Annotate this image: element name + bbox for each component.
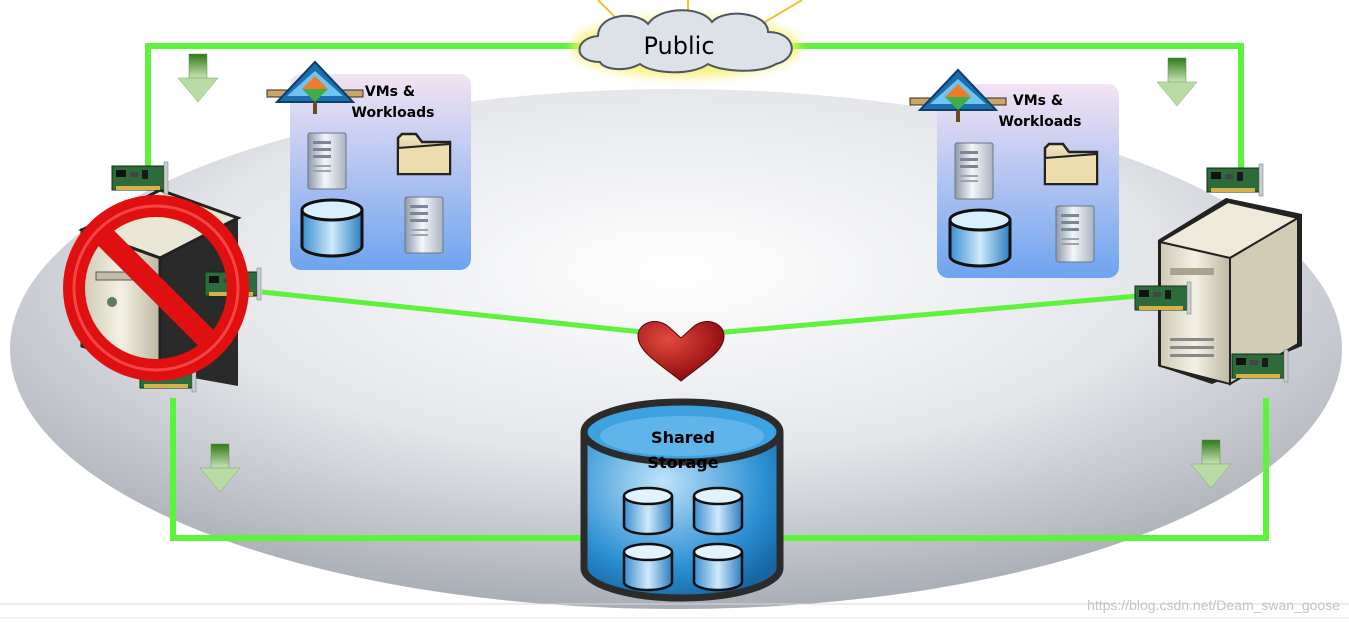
database-icon xyxy=(948,208,1012,268)
failed-server-node xyxy=(63,161,262,393)
heart-icon xyxy=(637,321,725,382)
vm-panel-left-line1: VMs & xyxy=(365,84,415,100)
down-arrow-icon xyxy=(177,53,219,103)
cloud-label: Public xyxy=(643,32,714,60)
database-icon xyxy=(692,542,744,592)
server-icon xyxy=(404,196,444,254)
storage-label-line2: Storage xyxy=(647,453,718,472)
network-card-icon xyxy=(1231,349,1289,383)
database-icon xyxy=(622,486,674,536)
heartbeat-line-left xyxy=(261,289,671,338)
database-icon xyxy=(300,198,364,258)
vm-panel-right-line1: VMs & xyxy=(1013,93,1063,109)
vm-panel-right: VMs & Workloads xyxy=(909,69,1119,278)
down-arrow-icon xyxy=(1156,57,1198,107)
vm-panel-left: VMs & Workloads xyxy=(266,61,471,270)
cloud-icon xyxy=(572,0,803,77)
server-icon xyxy=(954,142,994,200)
server-icon xyxy=(1055,205,1095,263)
shared-storage-icon xyxy=(580,398,784,602)
active-server-node xyxy=(1134,163,1302,386)
vm-panel-right-line2: Workloads xyxy=(999,114,1082,130)
network-card-icon xyxy=(1206,163,1264,197)
watermark-text: https://blog.csdn.net/Deam_swan_goose xyxy=(1087,597,1340,613)
prohibited-icon xyxy=(63,195,249,381)
storage-label-line1: Shared xyxy=(651,428,715,447)
network-card-icon xyxy=(111,161,169,195)
server-icon xyxy=(307,132,347,190)
network-card-icon xyxy=(1134,281,1192,315)
heartbeat-line-right xyxy=(691,293,1139,338)
vm-panel-left-line2: Workloads xyxy=(352,105,435,121)
database-icon xyxy=(622,542,674,592)
database-icon xyxy=(692,486,744,536)
